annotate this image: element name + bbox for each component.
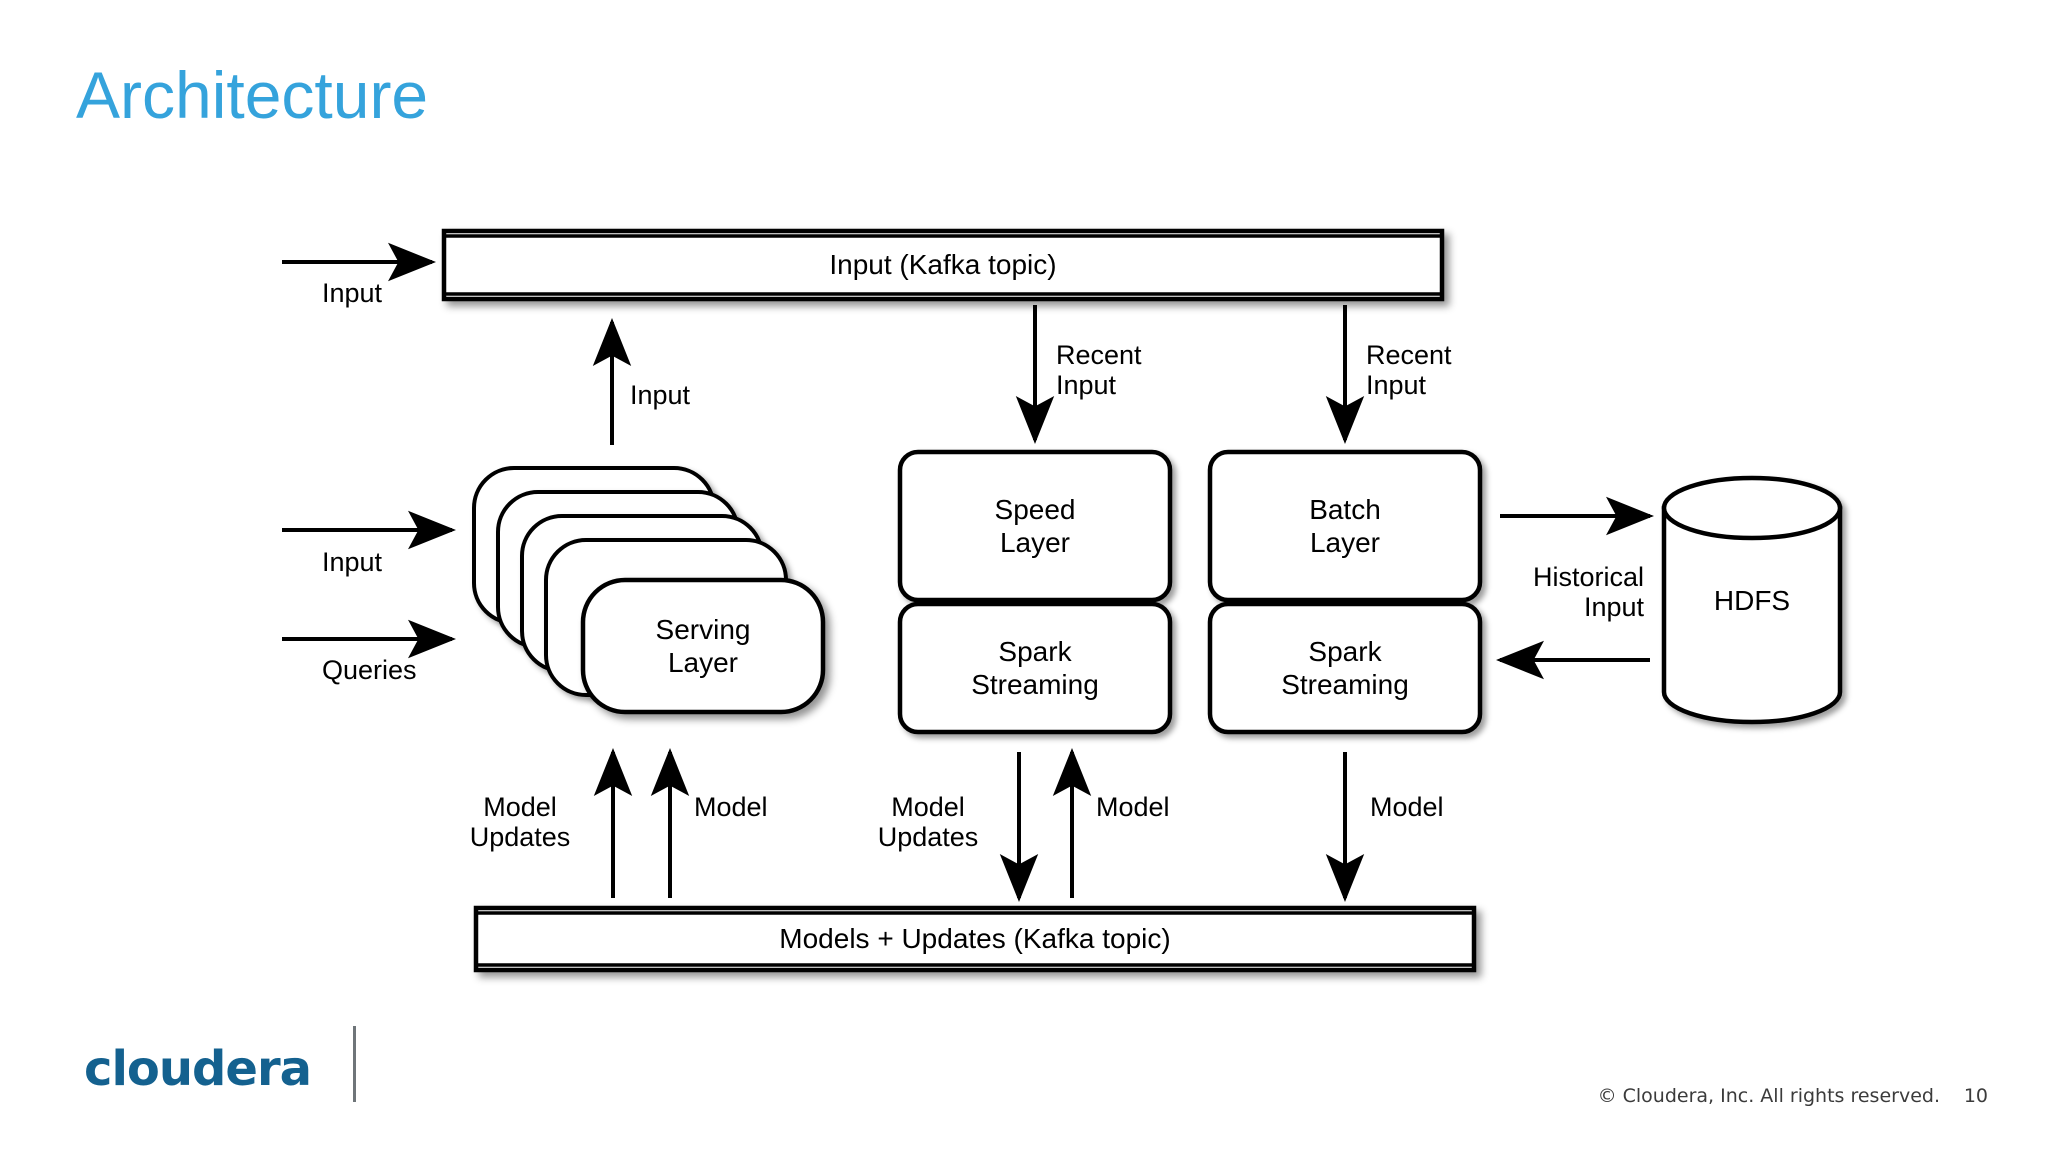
logo-divider	[353, 1026, 357, 1102]
edge-label-topic-to-speed: Recent Input	[1056, 340, 1142, 401]
edge-label-external-input-top: Input	[322, 278, 383, 308]
edge-label-model-batch: Model	[1370, 792, 1444, 822]
node-serving-layer-stack	[472, 466, 826, 715]
edge-label-serving-to-topic: Input	[630, 380, 691, 410]
node-label-speed-spark-streaming: Spark Streaming	[971, 635, 1099, 700]
node-label-batch-layer: Batch Layer	[1309, 493, 1381, 558]
edge-label-model-serving: Model	[694, 792, 768, 822]
node-label-input-kafka-topic: Input (Kafka topic)	[829, 249, 1057, 281]
edge-label-model-updates-speed: Model Updates	[877, 792, 979, 853]
edge-label-batch-hdfs-historical-input: Historical Input	[1532, 562, 1644, 623]
node-batch-spark-streaming	[1207, 601, 1483, 735]
footer-logo-group: cloudera	[84, 1026, 357, 1102]
node-label-hdfs: HDFS	[1713, 585, 1791, 617]
edge-label-model-updates-serving: Model Updates	[469, 792, 571, 853]
node-hdfs-cylinder	[1661, 475, 1843, 725]
node-speed-layer	[897, 449, 1173, 603]
copyright-text: © Cloudera, Inc. All rights reserved.	[1597, 1085, 1940, 1107]
edge-label-model-speed: Model	[1096, 792, 1170, 822]
node-batch-layer	[1207, 449, 1483, 603]
node-label-speed-layer: Speed Layer	[994, 493, 1076, 558]
node-models-updates-kafka-topic	[473, 905, 1477, 973]
node-label-batch-spark-streaming: Spark Streaming	[1281, 635, 1409, 700]
node-label-serving-layer: Serving Layer	[655, 613, 751, 678]
edge-label-external-input-serving: Input	[322, 547, 383, 577]
page-number: 10	[1963, 1085, 1988, 1107]
node-speed-spark-streaming	[897, 601, 1173, 735]
cloudera-logo: cloudera	[84, 1041, 312, 1097]
edge-label-external-queries: Queries	[322, 655, 417, 685]
page-title: Architecture	[76, 58, 429, 132]
edge-label-topic-to-batch: Recent Input	[1366, 340, 1452, 401]
node-label-models-updates-kafka-topic: Models + Updates (Kafka topic)	[779, 923, 1171, 955]
node-input-kafka-topic	[441, 228, 1445, 302]
